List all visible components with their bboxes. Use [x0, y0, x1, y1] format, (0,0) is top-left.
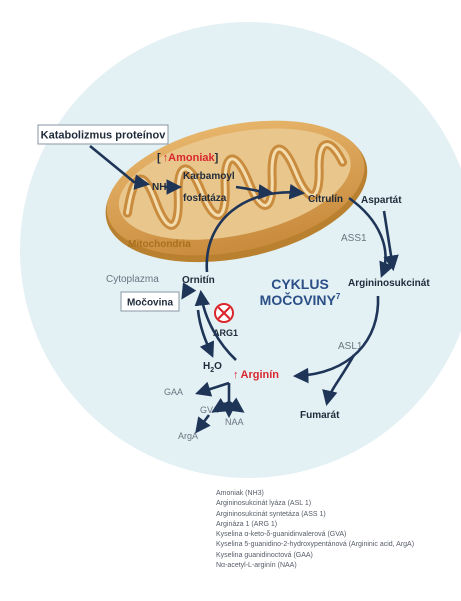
arga-label: ArgA	[178, 431, 198, 441]
mitochondria-graphic	[105, 120, 368, 263]
argininosukcinat-label: Argininosukcinát	[348, 278, 430, 289]
legend-item: Argininosukcinát lyáza (ASL 1)	[216, 500, 312, 508]
citrulin-label: Citrulín	[308, 194, 343, 205]
carbamoyl-label-line1: Karbamoyl	[183, 171, 235, 182]
cycle-title-line1: CYKLUS	[271, 276, 329, 292]
legend-item: Argináza 1 (ARG 1)	[216, 520, 278, 528]
aspartat-label: Aspartát	[361, 195, 402, 206]
naa-label: NAA	[225, 417, 244, 427]
x-circle-icon	[214, 303, 234, 323]
up-arrow-icon: ↑	[233, 369, 239, 381]
gva-label: GVA	[200, 405, 218, 415]
cycle-title-line2: MOČOVINY7	[260, 291, 341, 308]
mocovina-box	[120, 291, 180, 312]
mitochondria-label: Mitochondria	[128, 239, 191, 250]
asl1-label: ASL1	[338, 341, 363, 352]
legend: Amoniak (NH3) Argininosukcinát lyáza (AS…	[216, 489, 456, 571]
legend-item: Kyselina 5-guanidino-2-hydroxypentánová …	[216, 541, 415, 549]
cytoplazma-label: Cytoplazma	[106, 274, 159, 285]
up-arrow-icon: ↑	[163, 152, 169, 164]
ammonia-label: [↑Amoniak]	[157, 152, 219, 164]
legend-item: Amoniak (NH3)	[216, 490, 264, 497]
ornitin-label: Ornitín	[182, 275, 215, 286]
legend-item: Kyselina α-keto-δ-guanidinvalerová (GVA)	[216, 531, 347, 539]
gaa-label: GAA	[164, 387, 183, 397]
arg1-label: ARG1	[213, 328, 238, 338]
legend-item: Nα-acetyl-L-arginín (NAA)	[216, 562, 297, 570]
h2o-label: H2O	[203, 361, 222, 374]
fumarat-label: Fumarát	[300, 410, 340, 421]
arginin-label: ↑Arginín	[233, 369, 279, 381]
catabolism-label: Katabolizmus proteínov	[41, 130, 167, 142]
catabolism-box	[37, 124, 169, 145]
legend-item: Kyselina guanidinoctová (GAA)	[216, 551, 313, 559]
ass1-label: ASS1	[341, 233, 367, 244]
mocovina-label: Močovina	[127, 298, 174, 309]
legend-item: Argininosukcinát syntetáza (ASS 1)	[216, 510, 326, 518]
pathway-arrows	[89, 144, 399, 434]
carbamoyl-label-line2: fosfatáza	[183, 193, 227, 204]
